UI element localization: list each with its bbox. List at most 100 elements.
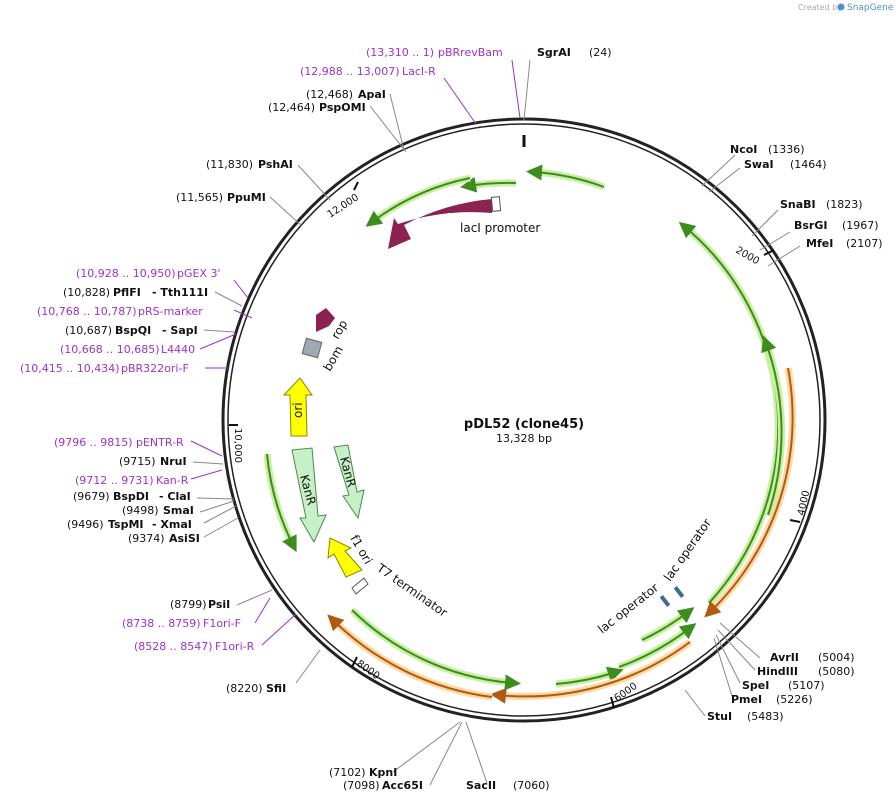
lac-operator-box-1 [659, 595, 671, 607]
lac-operator-label-1: lac operator [595, 581, 661, 637]
site-kpni-pos: (7102) [329, 766, 366, 779]
site-ppumi-name: PpuMI [227, 191, 266, 204]
site-nrui-name: NruI [160, 455, 187, 468]
site-sapi-name: - SapI [162, 324, 198, 337]
primer-laci-r-name: LacI-R [402, 65, 436, 78]
site-asisi-name: AsiSI [169, 532, 200, 545]
site-sgrai-pos: (24) [589, 46, 612, 59]
site-pshai-name: PshAI [258, 158, 293, 171]
site-leaders [192, 59, 801, 786]
snapgene-logo-icon [837, 3, 845, 11]
site-sacii-name: SacII [466, 779, 496, 792]
site-tspmi-name: TspMI [108, 518, 144, 531]
kanr-arrow-1 [291, 447, 327, 544]
t7-terminator-box [351, 577, 369, 595]
laci-promoter-box [490, 196, 502, 212]
site-pshai-pos: (11,830) [206, 158, 253, 171]
primer-pbr322ori-f-name: pBR322ori-F [121, 362, 189, 375]
site-stui-pos: (5483) [747, 710, 784, 723]
primer-kan-r-name: Kan-R [156, 474, 189, 487]
primer-pbrrevbam-range: (13,310 .. 1) [366, 46, 434, 59]
site-ncoi-name: NcoI [730, 143, 757, 156]
t7-terminator-label: T7 terminator [373, 560, 450, 619]
primer-pentr-r-name: pENTR-R [136, 436, 184, 449]
credit-prefix: Created by [798, 3, 842, 12]
site-apai-pos: (12,468) [306, 88, 353, 101]
site-swai-pos: (1464) [790, 158, 827, 171]
f1-ori-arrow [327, 537, 363, 578]
site-tth111i-name: - Tth111I [152, 286, 208, 299]
primer-pgex3-range: (10,928 .. 10,950) [76, 267, 176, 280]
site-bsrgi-name: BsrGI [794, 219, 827, 232]
primer-f1ori-r-range: (8528 .. 8547) [134, 640, 213, 653]
site-tspmi-pos: (9496) [67, 518, 104, 531]
site-bspqi-name: BspQI [115, 324, 151, 337]
tick-label-10000: 10,000 [232, 428, 243, 463]
site-xmai-name: - XmaI [152, 518, 192, 531]
laci-promoter-label: lacI promoter [460, 221, 540, 235]
kanr-arrow-2 [333, 444, 365, 520]
ori-label: ori [291, 402, 305, 418]
site-mfei-name: MfeI [806, 237, 833, 250]
site-sfii-name: SfiI [266, 682, 286, 695]
site-bspdi-pos: (9679) [73, 490, 110, 503]
primer-pentr-r-range: (9796 .. 9815) [54, 436, 133, 449]
rop-arrow [316, 308, 335, 332]
primer-prs-marker-name: pRS-marker [138, 305, 203, 318]
site-ncoi-pos: (1336) [768, 143, 805, 156]
site-spei-pos: (5107) [788, 679, 825, 692]
site-sgrai-name: SgrAI [537, 46, 571, 59]
site-spei-name: SpeI [742, 679, 769, 692]
site-hindiii-name: HindIII [757, 665, 798, 678]
site-mfei-pos: (2107) [846, 237, 883, 250]
site-acc65i-pos: (7098) [343, 779, 380, 792]
primer-pbrrevbam-name: pBRrevBam [438, 46, 503, 59]
site-pspomi-pos: (12,464) [268, 101, 315, 114]
site-apai-name: ApaI [358, 88, 386, 101]
tick-label-2000: 2000 [734, 245, 762, 267]
ori-arrow [282, 377, 313, 437]
orf-arrows [263, 164, 797, 704]
plasmid-size: 13,328 bp [496, 432, 552, 445]
plasmid-name: pDL52 (clone45) [464, 417, 584, 432]
bom-box [301, 337, 323, 359]
primer-prs-marker-range: (10,768 .. 10,787) [37, 305, 137, 318]
laci-arrow [388, 199, 492, 249]
site-bsrgi-pos: (1967) [842, 219, 879, 232]
primers: (13,310 .. 1) pBRrevBam (12,988 .. 13,00… [20, 46, 503, 653]
site-smai-name: SmaI [163, 504, 194, 517]
site-sapi-text: SapI [170, 324, 197, 337]
lac-operator-label-2: lac operator [661, 516, 714, 584]
primer-kan-r-range: (9712 .. 9731) [75, 474, 154, 487]
site-swai-name: SwaI [744, 158, 774, 171]
primer-pgex3-name: pGEX 3' [177, 267, 221, 280]
primer-f1ori-r-name: F1ori-R [215, 640, 255, 653]
site-bspdi-name: BspDI [113, 490, 149, 503]
primer-f1ori-f-range: (8738 .. 8759) [122, 617, 201, 630]
site-acc65i-name: Acc65I [382, 779, 423, 792]
site-kpni-name: KpnI [369, 766, 397, 779]
primer-f1ori-f-name: F1ori-F [203, 617, 241, 630]
site-avrii-name: AvrII [770, 651, 799, 664]
site-snabi-pos: (1823) [826, 198, 863, 211]
site-snabi-name: SnaBI [780, 198, 816, 211]
site-psii-pos: (8799) [170, 598, 207, 611]
primer-leaders [190, 59, 521, 646]
site-ppumi-pos: (11,565) [176, 191, 223, 204]
site-clai-text: ClaI [167, 490, 190, 503]
site-pmei-name: PmeI [731, 693, 762, 706]
lac-operator-box-2 [673, 586, 685, 598]
site-stui-name: StuI [707, 710, 732, 723]
primer-l4440-range: (10,668 .. 10,685) [60, 343, 160, 356]
site-avrii-pos: (5004) [818, 651, 855, 664]
site-sfii-pos: (8220) [226, 682, 263, 695]
site-pspomi-name: PspOMI [319, 101, 366, 114]
site-tth111i-text: Tth111I [160, 286, 208, 299]
scale-ticks [229, 181, 801, 709]
restriction-sites: SgrAI (24) NcoI (1336) SwaI (1464) SnaBI… [63, 46, 883, 792]
kanr-label-2: KanR [337, 455, 359, 489]
site-psii-name: PsiI [208, 598, 230, 611]
site-pflfi-name: PflFI [113, 286, 141, 299]
primer-l4440-name: L4440 [161, 343, 195, 356]
